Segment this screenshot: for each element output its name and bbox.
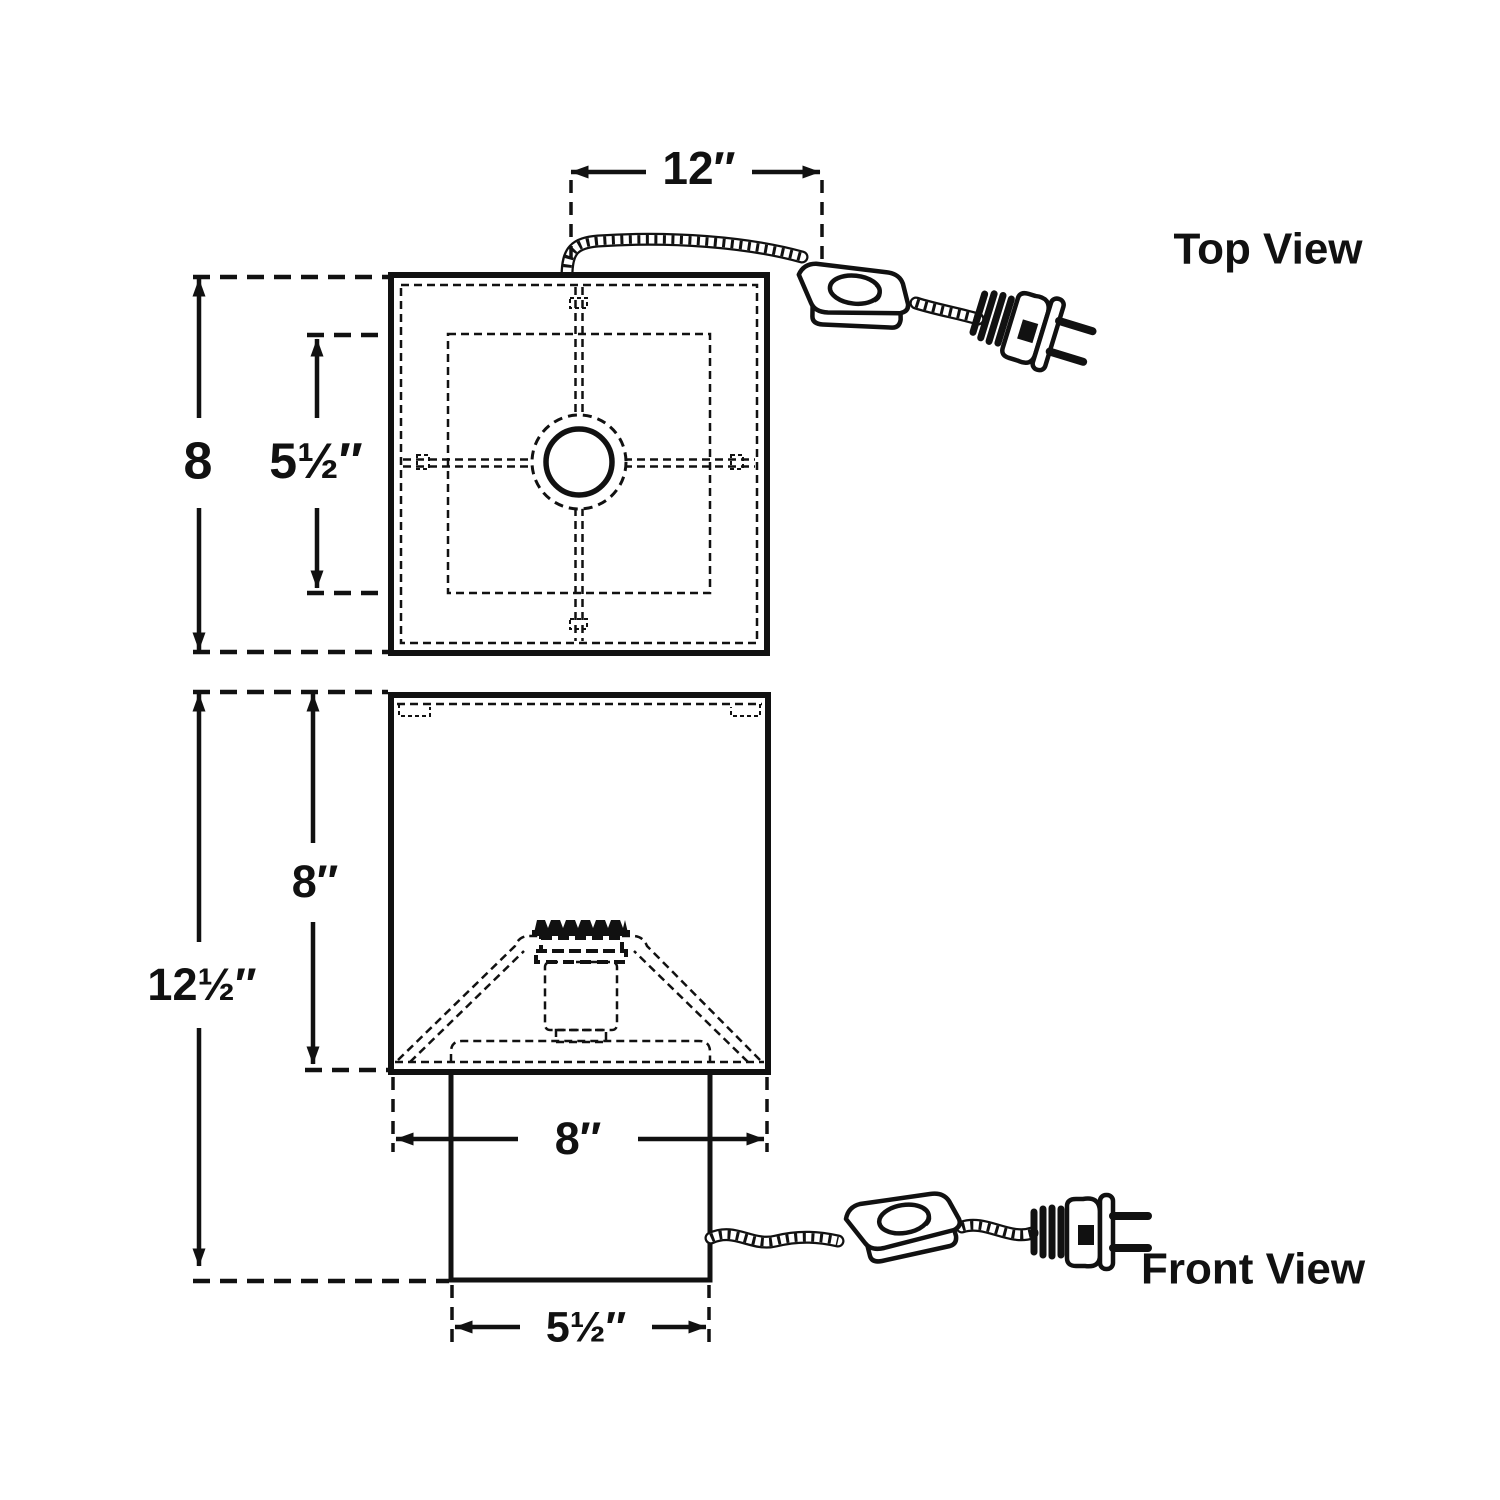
top-view-title: Top View (1173, 225, 1363, 274)
two-prong-plug-icon (1034, 1195, 1148, 1269)
dim-label-shade-height: 8″ (292, 856, 339, 907)
dim-label-depth: 8 (184, 433, 213, 491)
washer-square (446, 332, 712, 595)
dimension-shade-height: 8″ (292, 693, 339, 1065)
heat-sink-teeth (534, 920, 628, 933)
base-top-hidden-edge (449, 1039, 712, 1062)
front-view-diagram: 12½″ 8″ (147, 689, 1366, 1351)
base-outline (448, 1069, 713, 1283)
braided-cord-front (711, 1235, 838, 1243)
inline-switch-icon (788, 250, 915, 345)
bulb-socket (532, 920, 630, 1044)
shade-inner-margin (399, 283, 759, 645)
dimension-inner-width: 5½″ (269, 338, 363, 589)
top-view-diagram: 12″ 8 5½″ (184, 142, 1363, 656)
socket-hole (543, 426, 615, 498)
braided-cord-top-2 (916, 303, 978, 319)
dimension-shade-depth: 8 (184, 278, 213, 651)
dimension-shade-width: 8″ (395, 1113, 765, 1164)
dim-label-base-width: 5½″ (546, 1303, 626, 1351)
two-prong-plug-icon (968, 278, 1099, 382)
dimension-cord-length: 12″ (570, 142, 821, 194)
dimension-base-width: 5½″ (454, 1303, 707, 1351)
dim-label-inner: 5½″ (269, 433, 363, 489)
dim-label-shade-width: 8″ (555, 1113, 602, 1164)
shade-top-seam (397, 702, 762, 717)
braided-cord-front-2 (962, 1225, 1032, 1235)
dim-label-cord: 12″ (662, 142, 735, 194)
dimension-overall-height: 12½″ (147, 693, 257, 1267)
front-view-title: Front View (1141, 1245, 1366, 1294)
braided-cord-top (567, 239, 802, 276)
inline-switch-icon (846, 1194, 960, 1262)
inner-cone (397, 934, 761, 1063)
shade-outline-front (388, 692, 771, 1075)
dim-label-overall: 12½″ (147, 959, 256, 1010)
